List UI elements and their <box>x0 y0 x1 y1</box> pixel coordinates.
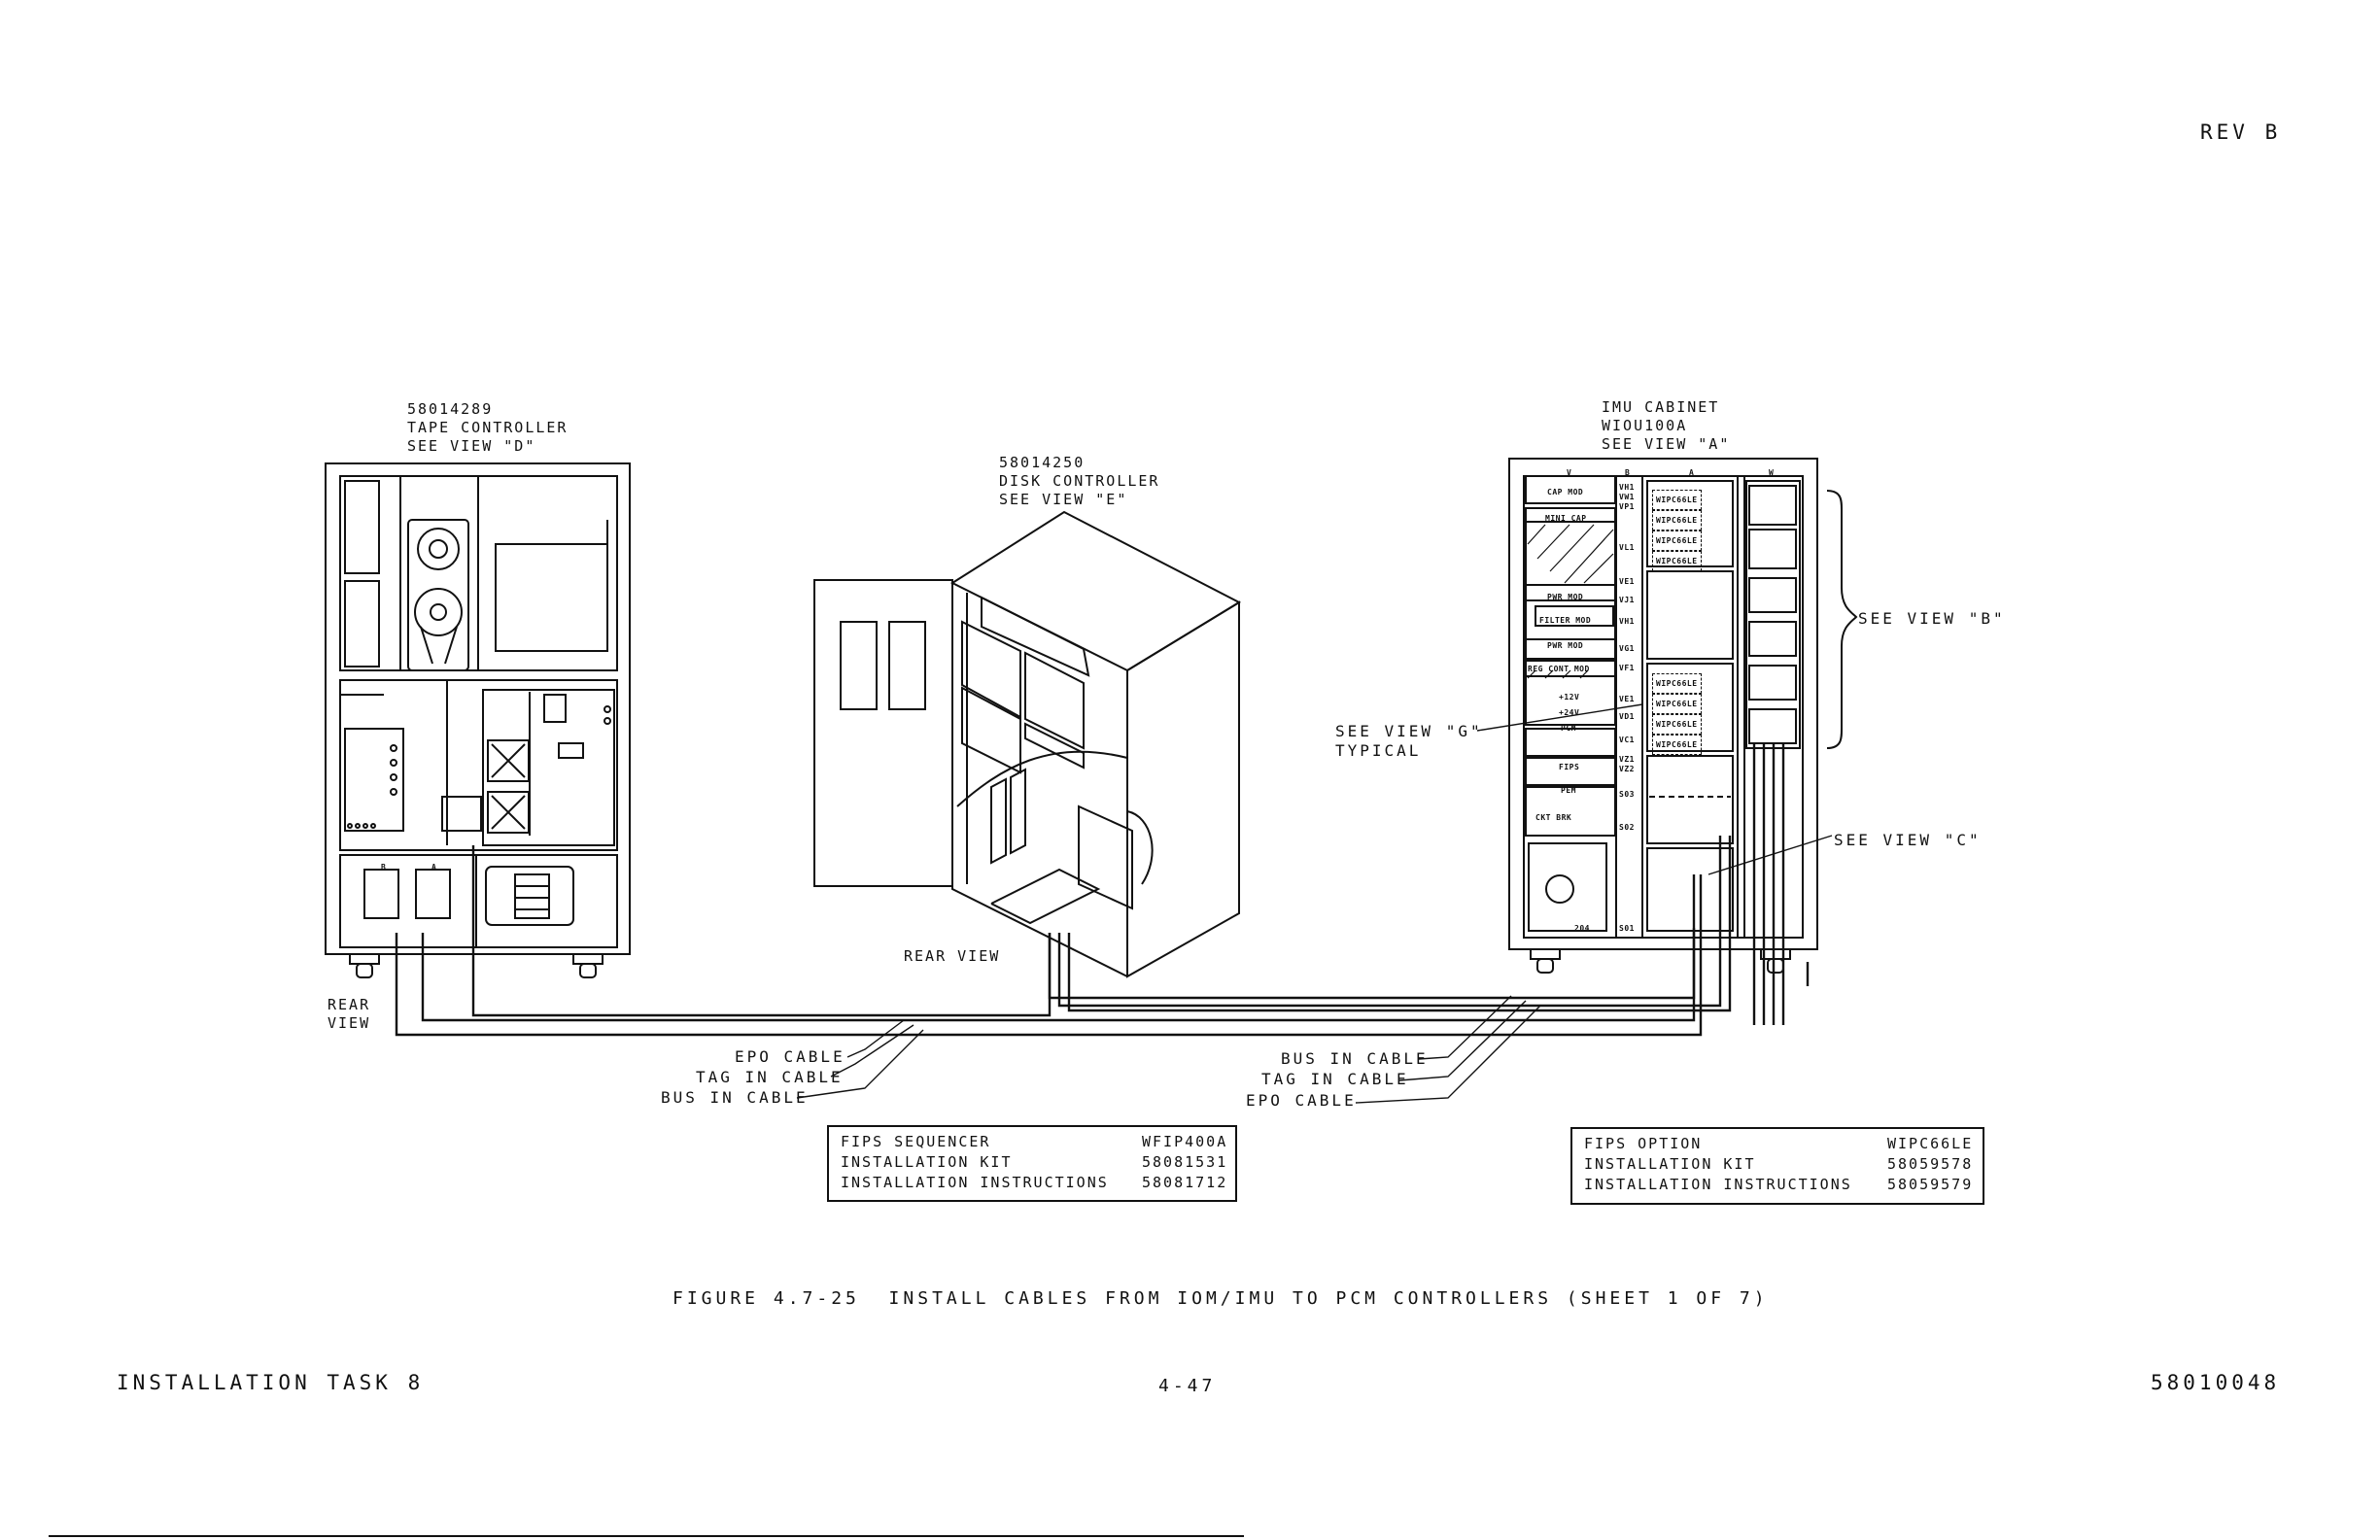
disk-controller-name: DISK CONTROLLER <box>999 472 1160 490</box>
typical-label: TYPICAL <box>1335 741 1422 760</box>
fips-option-table: FIPS OPTION WIPC66LE INSTALLATION KIT 58… <box>1570 1127 1984 1205</box>
module-label: REG CONT MOD <box>1528 665 1590 673</box>
slot-label: VW1 <box>1619 493 1635 501</box>
see-view-b-callout: SEE VIEW "B" <box>1858 609 2006 628</box>
cable-label-epo-left: EPO CABLE <box>735 1047 845 1066</box>
table-row-value: 58081531 <box>1142 1153 1228 1171</box>
fips-option-card: WIPC66LE <box>1652 490 1702 510</box>
disk-controller-cabinet <box>813 510 1242 978</box>
module-label: PWR MOD <box>1547 641 1584 650</box>
slot-label: S01 <box>1619 924 1635 933</box>
view-b-brace <box>1826 490 1858 749</box>
fips-option-card: WIPC66LE <box>1652 694 1702 714</box>
slot-label: VL1 <box>1619 543 1635 552</box>
slot-label: VZ1 <box>1619 755 1635 764</box>
slot-label: VJ1 <box>1619 596 1635 604</box>
imu-cabinet-name: IMU CABINET <box>1602 398 1720 416</box>
module-label: CKT BRK <box>1535 813 1572 822</box>
tape-slot-b-label: B <box>381 863 387 872</box>
fips-option-card: WIPC66LE <box>1652 551 1702 571</box>
slot-label: VP1 <box>1619 502 1635 511</box>
slot-label: S02 <box>1619 823 1635 832</box>
imu-column-v: V <box>1567 468 1572 477</box>
table-row-label: INSTALLATION KIT <box>841 1153 1013 1171</box>
tape-controller-name: TAPE CONTROLLER <box>407 419 569 436</box>
footer-task: INSTALLATION TASK 8 <box>117 1371 425 1394</box>
module-label: PEM <box>1561 786 1576 795</box>
cable-label-epo-right: EPO CABLE <box>1246 1091 1357 1110</box>
cable-label-bus-right: BUS IN CABLE <box>1281 1049 1429 1068</box>
disk-controller-view-ref: SEE VIEW "E" <box>999 491 1128 508</box>
tape-controller-cabinet <box>325 462 631 978</box>
table-row-label: INSTALLATION INSTRUCTIONS <box>841 1174 1109 1191</box>
module-label: FIPS <box>1559 763 1580 771</box>
fips-option-card: WIPC66LE <box>1652 735 1702 755</box>
disk-rear-view-label: REAR VIEW <box>904 947 1001 965</box>
module-label: PWR MOD <box>1547 593 1584 601</box>
table-row-value: 58059578 <box>1887 1155 1974 1173</box>
table-row-value: 58059579 <box>1887 1176 1974 1193</box>
footer-document-number: 58010048 <box>2151 1371 2281 1394</box>
tape-controller-part-number: 58014289 <box>407 400 494 418</box>
module-label: +24V <box>1559 708 1580 717</box>
fips-option-card: WIPC66LE <box>1652 510 1702 530</box>
slot-label: VH1 <box>1619 483 1635 492</box>
tape-rear-view-line2: VIEW <box>328 1014 371 1032</box>
disk-controller-part-number: 58014250 <box>999 454 1086 471</box>
table-row-value: WIPC66LE <box>1887 1135 1974 1152</box>
table-row-value: WFIP400A <box>1142 1133 1228 1150</box>
tape-rear-view-line1: REAR <box>328 996 371 1013</box>
hatched-areas <box>1527 524 1614 679</box>
slot-label: VC1 <box>1619 736 1635 744</box>
table-row-label: INSTALLATION INSTRUCTIONS <box>1584 1176 1852 1193</box>
left-leaders <box>796 1019 924 1099</box>
fips-option-card: WIPC66LE <box>1652 714 1702 735</box>
fips-option-card: WIPC66LE <box>1652 530 1702 551</box>
imu-column-w: W <box>1769 468 1775 477</box>
module-label: PCM <box>1561 724 1576 733</box>
slot-label: VH1 <box>1619 617 1635 626</box>
cable-label-tag-left: TAG IN CABLE <box>696 1068 844 1086</box>
slot-label: VE1 <box>1619 695 1635 703</box>
imu-column-b: B <box>1625 468 1631 477</box>
fips-sequencer-table: FIPS SEQUENCER WFIP400A INSTALLATION KIT… <box>827 1125 1237 1202</box>
figure-caption: FIGURE 4.7-25 INSTALL CABLES FROM IOM/IM… <box>673 1288 1769 1309</box>
module-label: 204 <box>1574 924 1590 933</box>
see-view-c-callout: SEE VIEW "C" <box>1834 831 1982 849</box>
slot-label: VZ2 <box>1619 765 1635 773</box>
fips-option-card: WIPC66LE <box>1652 673 1702 694</box>
slot-label: VF1 <box>1619 664 1635 672</box>
table-row-label: FIPS SEQUENCER <box>841 1133 991 1150</box>
slot-label: VD1 <box>1619 712 1635 721</box>
tape-controller-view-ref: SEE VIEW "D" <box>407 437 536 455</box>
module-label: MINI CAP <box>1545 514 1587 523</box>
module-label: +12V <box>1559 693 1580 702</box>
footer-page-number: 4-47 <box>1158 1376 1217 1396</box>
tape-slot-a-label: A <box>431 863 437 872</box>
right-leaders <box>1355 703 1833 1104</box>
see-view-g-callout: SEE VIEW "G" <box>1335 722 1483 740</box>
module-label: CAP MOD <box>1547 488 1584 496</box>
cable-label-bus-left: BUS IN CABLE <box>661 1088 809 1107</box>
imu-cabinet-model: WIOU100A <box>1602 417 1688 434</box>
imu-cabinet-view-ref: SEE VIEW "A" <box>1602 435 1731 453</box>
tape-controller-indicators <box>347 705 611 829</box>
table-row-value: 58081712 <box>1142 1174 1228 1191</box>
module-label: FILTER MOD <box>1539 616 1592 625</box>
imu-cabinet <box>1508 458 1818 974</box>
slot-label: VG1 <box>1619 644 1635 653</box>
table-row-label: FIPS OPTION <box>1584 1135 1703 1152</box>
slot-label: VE1 <box>1619 577 1635 586</box>
cables <box>395 743 1810 1037</box>
imu-column-a: A <box>1689 468 1695 477</box>
page-edge-line <box>49 1535 1244 1537</box>
cable-label-tag-right: TAG IN CABLE <box>1261 1070 1409 1088</box>
table-row-label: INSTALLATION KIT <box>1584 1155 1756 1173</box>
slot-label: S03 <box>1619 790 1635 799</box>
revision-label: REV B <box>2200 120 2282 144</box>
